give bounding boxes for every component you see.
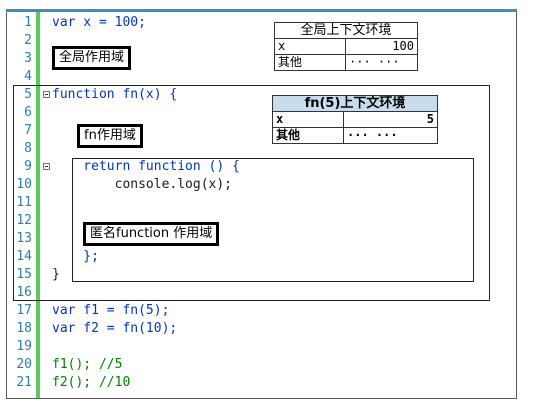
code-line: f2(); //10: [52, 375, 131, 390]
collapse-icon[interactable]: [43, 91, 50, 98]
line-number: 11: [16, 195, 32, 210]
line-number: 12: [16, 213, 32, 228]
context-key: 其他: [274, 54, 346, 71]
line-number: 15: [16, 267, 32, 282]
context-value: ··· ···: [345, 54, 418, 71]
line-number: 13: [16, 231, 32, 246]
code-line: function fn(x) {: [52, 87, 178, 102]
line-number: 3: [24, 51, 32, 66]
code-line: var f2 = fn(10);: [52, 321, 178, 336]
global-context-table: 全局上下文环境 x 100 其他 ··· ···: [274, 22, 418, 71]
line-number: 17: [16, 303, 32, 318]
code-editor-frame: [6, 9, 517, 399]
table-row: 其他 ··· ···: [272, 127, 438, 144]
global-scope-label: 全局作用域: [52, 46, 132, 70]
line-number: 6: [24, 105, 32, 120]
line-number: 19: [16, 339, 32, 354]
context-value: 100: [345, 38, 418, 55]
anonymous-scope-label: 匿名function 作用域: [83, 222, 220, 246]
code-line: };: [52, 249, 99, 264]
line-number: 10: [16, 177, 32, 192]
table-row: 其他 ··· ···: [274, 54, 418, 71]
fn-scope-box: [13, 85, 490, 301]
line-number: 9: [24, 159, 32, 174]
code-line: console.log(x);: [52, 177, 233, 192]
line-number: 4: [24, 69, 32, 84]
line-number: 20: [16, 357, 32, 372]
fn-context-table: fn(5)上下文环境 x 5 其他 ··· ···: [272, 95, 438, 144]
fn-scope-label: fn作用域: [77, 124, 143, 148]
table-row: x 100: [274, 38, 418, 55]
context-key: x: [272, 111, 344, 128]
line-number: 1: [24, 15, 32, 30]
editor-top-border: [6, 9, 517, 12]
code-line: }: [52, 267, 60, 282]
line-number: 18: [16, 321, 32, 336]
line-number: 5: [24, 87, 32, 102]
collapse-icon[interactable]: [43, 163, 50, 170]
line-number: 2: [24, 33, 32, 48]
code-line: f1(); //5: [52, 357, 123, 372]
global-context-title: 全局上下文环境: [274, 22, 418, 39]
context-value: 5: [343, 111, 438, 128]
context-value: ··· ···: [343, 127, 438, 144]
line-number: 7: [24, 123, 32, 138]
line-number: 21: [16, 375, 32, 390]
context-key: 其他: [272, 127, 344, 144]
line-number: 8: [24, 141, 32, 156]
context-key: x: [274, 38, 346, 55]
anonymous-function-scope-box: [72, 158, 474, 282]
code-line: var x = 100;: [52, 15, 146, 30]
change-gutter-bar: [36, 12, 40, 398]
code-line: var f1 = fn(5);: [52, 303, 170, 318]
line-number: 14: [16, 249, 32, 264]
fn-context-title: fn(5)上下文环境: [272, 95, 438, 112]
table-row: x 5: [272, 111, 438, 128]
line-number: 16: [16, 285, 32, 300]
code-line: return function () {: [52, 159, 240, 174]
